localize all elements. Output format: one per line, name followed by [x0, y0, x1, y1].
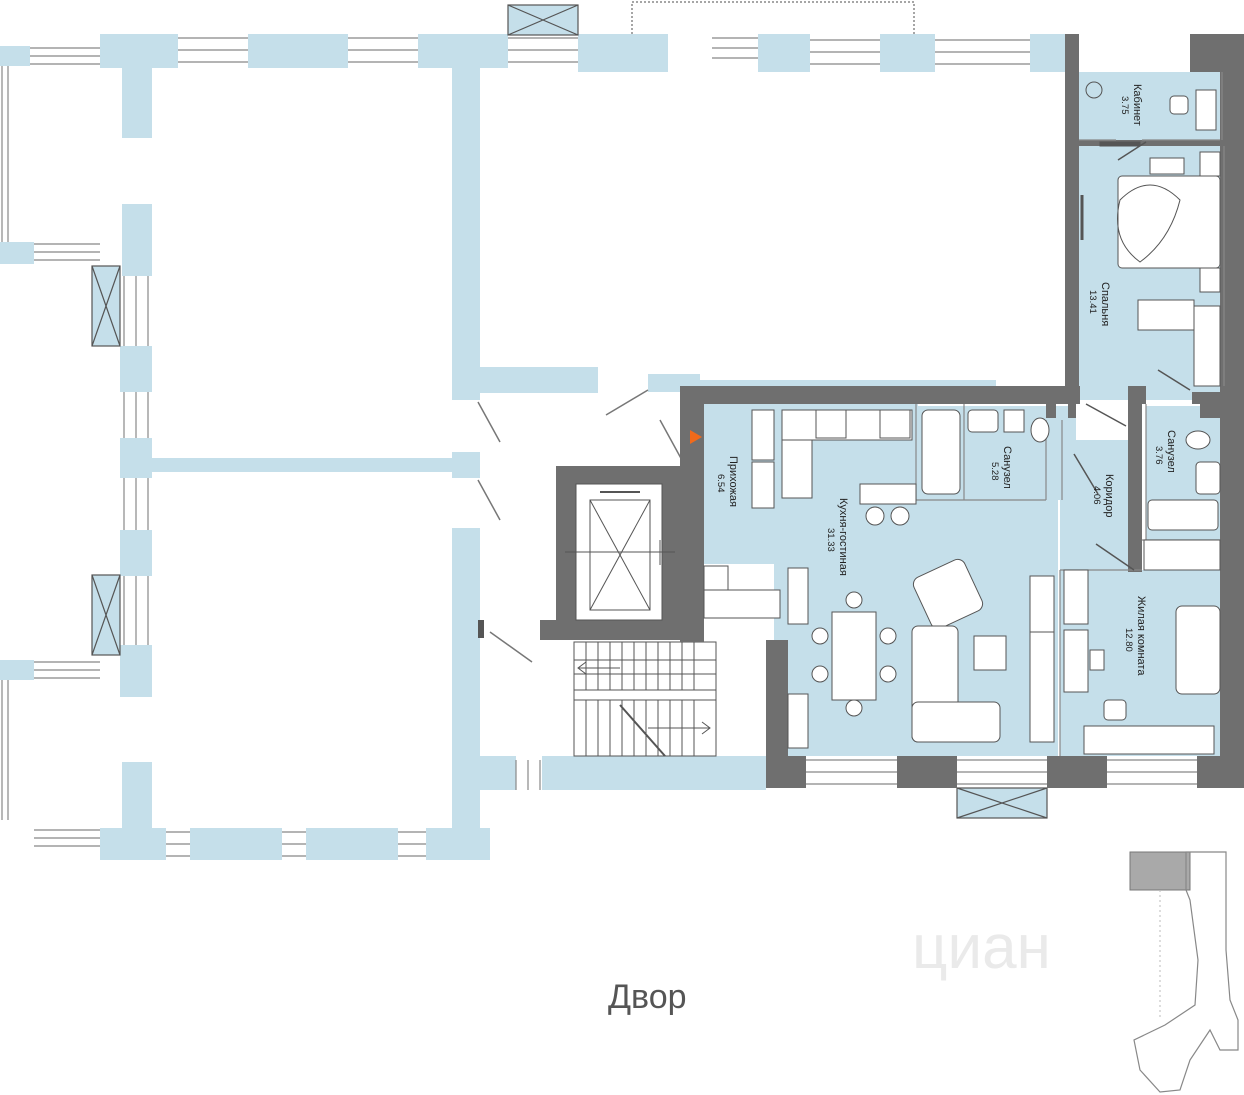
bar-stool-icon	[865, 506, 885, 526]
chair-icon	[1169, 95, 1189, 115]
bar-stool-icon	[890, 506, 910, 526]
room-name-living: Жилая комната	[1135, 596, 1147, 676]
cabinet-icon	[751, 461, 775, 509]
washer-icon	[1003, 409, 1025, 433]
room-name-cabinet: Кабинет	[1131, 84, 1143, 126]
tv-unit-icon	[1029, 629, 1055, 743]
chair-icon	[879, 665, 897, 683]
apartment-windows	[806, 72, 1225, 785]
sofa-icon	[1175, 605, 1221, 695]
stairs	[573, 641, 717, 757]
room-name-hall: Прихожая	[727, 456, 739, 507]
sideboard-icon	[787, 567, 809, 625]
entrance-marker-icon	[690, 430, 702, 444]
nightstand-icon	[1199, 267, 1221, 293]
shoe-rack-icon	[751, 409, 775, 461]
chair-icon	[1103, 699, 1127, 721]
shower-icon	[1147, 499, 1219, 531]
site-keyplan	[1129, 851, 1239, 1093]
sideboard-icon	[787, 693, 809, 749]
wardrobe-icon	[1193, 305, 1221, 387]
room-area-corridor: 4.06	[1091, 486, 1102, 505]
sink-icon	[1195, 461, 1221, 495]
room-area-hall: 6.54	[715, 474, 726, 493]
coffee-table-icon	[1089, 649, 1105, 671]
room-area-kitchen: 31.33	[825, 528, 836, 552]
stove-icon	[815, 409, 847, 439]
room-area-bedroom: 13.41	[1087, 290, 1098, 314]
room-name-corridor: Коридор	[1103, 474, 1115, 517]
room-name-bath2: Санузел	[1165, 430, 1177, 473]
bathtub-icon	[921, 409, 961, 495]
balconies	[91, 4, 1048, 819]
chair-icon	[811, 665, 829, 683]
shelf-icon	[1063, 569, 1089, 625]
canopy-outline	[631, 1, 915, 34]
room-labels: Кабинет 3.75 Спальня 13.41 Санузел 5.28 …	[715, 84, 1177, 676]
wardrobe-icon	[703, 589, 781, 619]
sink-icon	[967, 409, 999, 433]
watermark-text: циан	[912, 913, 1051, 982]
chair-icon	[845, 591, 863, 609]
yard-label: Двор	[608, 978, 687, 1016]
toilet-icon	[1185, 430, 1211, 450]
neighbour-doors	[477, 389, 684, 663]
chair-icon	[811, 627, 829, 645]
sofa-icon	[911, 701, 1001, 743]
desk-icon	[1083, 725, 1215, 755]
chair-icon	[845, 699, 863, 717]
bar-counter-icon	[859, 483, 917, 505]
stair-core	[540, 466, 680, 640]
desk-icon	[1195, 89, 1217, 131]
dining-table-icon	[831, 611, 877, 701]
furniture	[703, 81, 1221, 755]
room-area-bath1: 5.28	[989, 462, 1000, 481]
room-area-cabinet: 3.75	[1119, 96, 1130, 115]
kitchen-sink-icon	[879, 409, 911, 439]
room-name-kitchen: Кухня-гостиная	[837, 498, 849, 576]
tv-stand-icon	[1149, 157, 1185, 175]
wardrobe-icon	[1143, 539, 1221, 571]
nightstand-icon	[1199, 151, 1221, 177]
apartment-doors	[1073, 141, 1191, 571]
chair-icon	[879, 627, 897, 645]
neighbouring-walls	[0, 34, 1065, 860]
toilet-icon	[1030, 417, 1050, 443]
wardrobe-icon	[1137, 299, 1195, 331]
coffee-table-icon	[973, 635, 1007, 671]
plant-icon	[1085, 81, 1103, 99]
armchair-icon	[912, 558, 984, 630]
room-name-bedroom: Спальня	[1099, 282, 1111, 326]
washer-icon	[703, 565, 729, 591]
neighbour-windows	[1, 37, 1030, 857]
room-area-bath2: 3.76	[1153, 446, 1164, 465]
tv-unit-icon	[1063, 629, 1089, 693]
shelf-icon	[1029, 575, 1055, 633]
kitchen-counter-icon	[781, 439, 813, 499]
apartment-walls	[680, 34, 1244, 788]
room-name-bath1: Санузел	[1001, 446, 1013, 489]
room-area-living: 12.80	[1123, 628, 1134, 652]
